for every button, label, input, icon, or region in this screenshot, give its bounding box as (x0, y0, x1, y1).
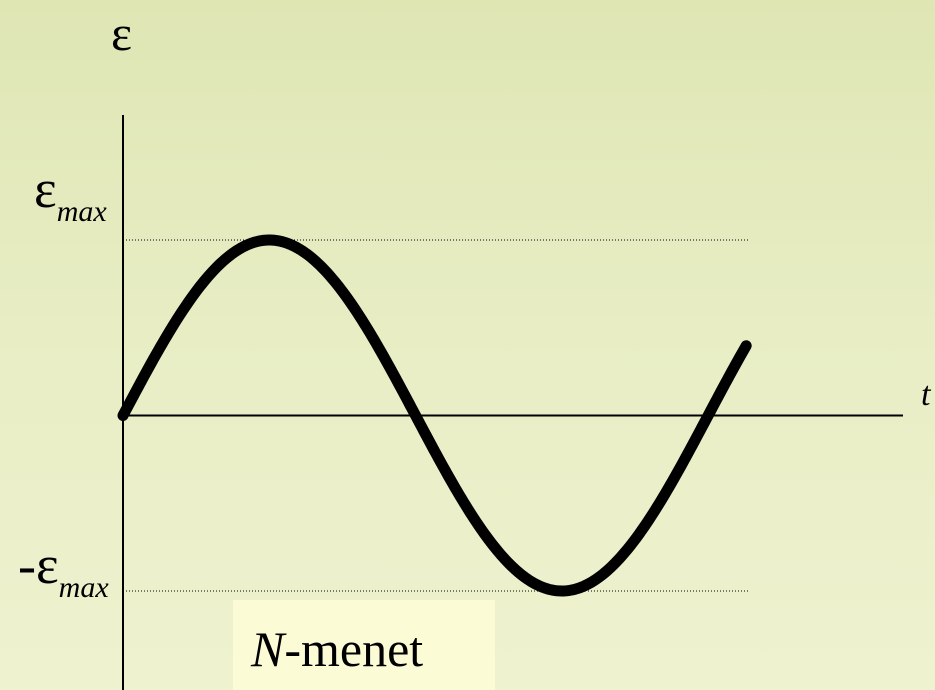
annotation-italic: N (251, 621, 285, 677)
min-subscript: max (58, 571, 109, 604)
max-subscript: max (56, 195, 107, 228)
max-value-label: εmax (34, 162, 107, 227)
emf-sine-curve (117, 234, 752, 597)
min-value-label: -εmax (18, 538, 109, 603)
y-axis-label: ε (111, 5, 132, 61)
max-symbol: ε (34, 159, 57, 219)
annotation-box: N-menet (233, 600, 495, 690)
min-symbol: -ε (18, 535, 59, 595)
annotation-rest: -menet (284, 621, 424, 677)
time-axis-label: t (921, 376, 931, 413)
annotation-text: N-menet (251, 624, 423, 674)
